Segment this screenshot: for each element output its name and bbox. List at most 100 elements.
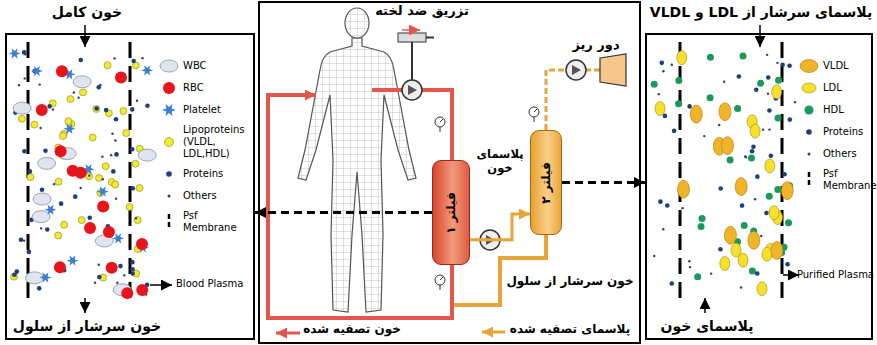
panel-caption: پلاسمای خون <box>661 318 754 335</box>
protein <box>130 107 135 112</box>
other-particle <box>23 239 25 241</box>
legend-label: Platelet <box>183 104 221 116</box>
legend-label: Proteins <box>823 126 863 138</box>
lipoprotein <box>120 108 127 115</box>
panel-caption: خون سرشار از سلول <box>13 318 161 335</box>
protein <box>785 262 790 267</box>
hdl-particle <box>707 54 714 61</box>
white-blood-cell <box>33 193 51 205</box>
red-blood-cell <box>54 261 66 273</box>
protein <box>130 267 135 272</box>
filter-label: فیلتر ۱ <box>444 192 458 234</box>
protein <box>788 117 793 122</box>
protein <box>22 50 27 55</box>
lipoprotein <box>96 174 103 181</box>
lipoprotein <box>67 96 74 103</box>
legend-swatch <box>798 124 820 140</box>
protein <box>111 169 116 174</box>
protein <box>780 63 785 68</box>
legend-row: VLDL <box>798 58 874 74</box>
lipoprotein <box>18 115 25 122</box>
legend-label: WBC <box>183 60 207 72</box>
protein <box>782 172 787 177</box>
lipoprotein <box>31 121 38 128</box>
plasma-particles <box>651 51 797 296</box>
hdl-particle <box>651 81 658 88</box>
ldl-particle <box>772 85 782 99</box>
gauge-stem <box>534 117 535 122</box>
blood-particles <box>9 48 157 299</box>
platelet <box>45 205 57 215</box>
protein <box>669 281 674 286</box>
gauge-needle <box>440 277 443 280</box>
protein <box>97 275 102 280</box>
legend-label: Others <box>183 190 217 202</box>
vldl-particle <box>721 137 733 155</box>
legend-row: Proteins <box>798 124 874 140</box>
protein <box>94 106 99 111</box>
other-particle <box>767 93 769 95</box>
lipoprotein <box>55 232 62 239</box>
gauge-needle <box>534 109 537 112</box>
swatch-shape <box>160 60 178 72</box>
filter-label: فیلتر ۲ <box>539 162 553 204</box>
legend-row: Others <box>158 188 253 204</box>
other-particle <box>73 91 75 93</box>
lipoprotein <box>134 216 141 223</box>
other-particle <box>24 77 26 79</box>
other-particle <box>662 228 664 230</box>
waste-label: دور ریز <box>572 37 619 53</box>
gauge-stem <box>440 285 441 290</box>
syringe-line <box>411 42 413 80</box>
hdl-particle <box>775 77 782 84</box>
lipoprotein <box>136 184 143 191</box>
protein <box>114 152 119 157</box>
waste-pump-rotor <box>572 65 581 75</box>
lipoprotein <box>93 105 100 112</box>
legend-row: Others <box>798 146 874 162</box>
legend-label: Psf Membrane <box>183 210 253 234</box>
protein <box>114 117 119 122</box>
human-body <box>298 38 416 312</box>
center-panel <box>259 2 640 343</box>
platelet <box>67 255 79 265</box>
ldl-particle <box>757 282 767 296</box>
protein <box>740 203 745 208</box>
protein <box>672 129 677 134</box>
flow-arrow <box>783 274 799 276</box>
protein <box>43 148 48 153</box>
protein <box>665 203 670 208</box>
return-tube <box>268 95 452 318</box>
other-particle <box>40 227 42 229</box>
hdl-particle <box>727 157 734 164</box>
protein <box>19 237 24 242</box>
plasma-filter: فیلتر ۱ <box>432 160 470 265</box>
other-particle <box>24 53 26 55</box>
swatch-shape <box>800 60 818 73</box>
other-particle <box>688 260 690 262</box>
legend-swatch <box>158 166 180 182</box>
flow-arrow <box>84 25 86 47</box>
gauge-needle <box>440 119 443 122</box>
protein <box>40 187 45 192</box>
panel-caption: پلاسمای سرشار از LDL و VLDL <box>650 4 872 21</box>
hdl-particle <box>774 186 781 193</box>
ldl-particle <box>750 124 760 138</box>
red-blood-cell <box>106 262 118 274</box>
swatch-shape <box>806 129 812 135</box>
legend-row: Psf Membrane <box>798 168 874 192</box>
flow-arrow <box>84 298 86 313</box>
syringe-body <box>398 33 426 42</box>
protein <box>78 58 83 63</box>
other-particle <box>53 183 55 185</box>
hdl-particle <box>749 268 756 275</box>
other-particle <box>723 81 725 83</box>
syringe-plunger <box>426 37 434 39</box>
vldl-particle <box>748 231 760 249</box>
other-particle <box>653 255 655 257</box>
protein <box>130 260 135 265</box>
other-particle <box>776 62 778 64</box>
vldl-particle <box>677 180 689 198</box>
lipoprotein <box>126 203 133 210</box>
other-particle <box>662 70 664 72</box>
